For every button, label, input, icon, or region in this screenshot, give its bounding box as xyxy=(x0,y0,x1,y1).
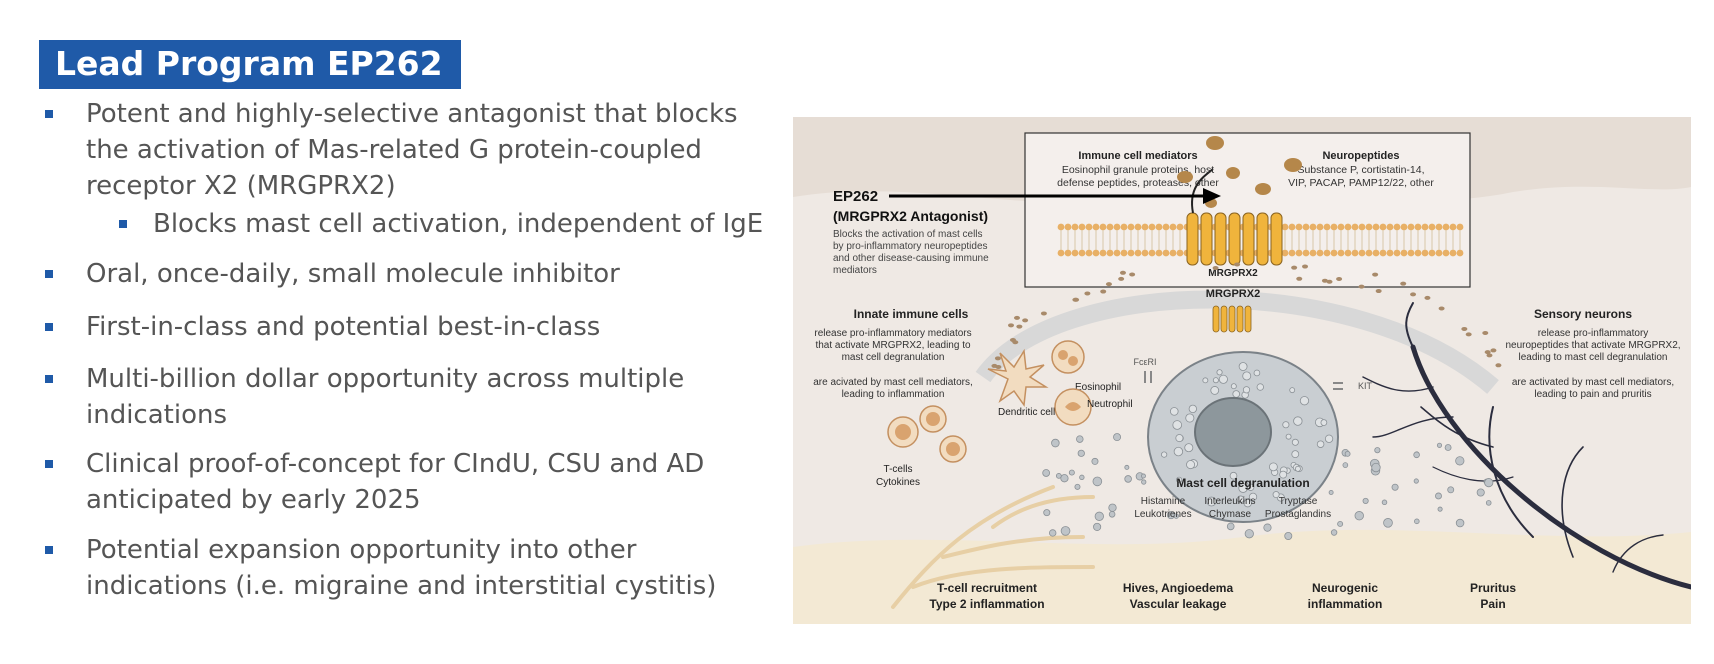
bullet-line: Multi-billion dollar opportunity across … xyxy=(86,361,684,397)
sensory-desc1-3: leading to mast cell degranulation xyxy=(1519,352,1668,363)
eosinophil-cell xyxy=(1052,341,1084,373)
innate-desc1-3: mast cell degranulation xyxy=(842,352,945,363)
bullet-line: First-in-class and potential best-in-cla… xyxy=(86,309,600,345)
fceri-label: FcεRI xyxy=(1133,357,1156,367)
bullet-item: Potential expansion opportunity into oth… xyxy=(86,532,716,604)
bullet-line: Oral, once-daily, small molecule inhibit… xyxy=(86,256,620,292)
outcome-3-line-1: Neurogenic xyxy=(1312,581,1378,595)
tcells-label: T-cells xyxy=(884,464,913,475)
cell-receptor-helix xyxy=(1229,306,1235,332)
cell-receptor-helix xyxy=(1237,306,1243,332)
neuropeptides-desc-1: Substance P, cortistatin-14, xyxy=(1297,164,1424,176)
nucleus xyxy=(1195,398,1271,466)
bullet-item: Multi-billion dollar opportunity across … xyxy=(86,361,684,433)
sensory-title: Sensory neurons xyxy=(1534,307,1632,321)
bullet-marker xyxy=(119,220,127,228)
bullet-line: receptor X2 (MRGPRX2) xyxy=(86,168,738,204)
outcome-2-line-1: Hives, Angioedema xyxy=(1123,581,1234,595)
neutrophil-label: Neutrophil xyxy=(1087,399,1133,410)
page-title: Lead Program EP262 xyxy=(55,45,443,83)
outcome-1-line-2: Type 2 inflammation xyxy=(929,597,1044,611)
sensory-desc2-1: are activated by mast cell mediators, xyxy=(1512,377,1674,388)
kit-label: KIT xyxy=(1358,381,1373,391)
bullet-line: Potential expansion opportunity into oth… xyxy=(86,532,716,568)
outcome-1-line-1: T-cell recruitment xyxy=(937,581,1037,595)
bullet-item: Clinical proof-of-concept for CIndU, CSU… xyxy=(86,446,704,518)
innate-title: Innate immune cells xyxy=(854,307,969,321)
immune-mediators-title: Immune cell mediators xyxy=(1078,150,1197,162)
cell-receptor-helix xyxy=(1245,306,1251,332)
innate-desc2-1: are acivated by mast cell mediators, xyxy=(813,377,973,388)
bullet-marker xyxy=(45,546,53,554)
bullet-line: indications xyxy=(86,397,684,433)
bullet-item: Oral, once-daily, small molecule inhibit… xyxy=(86,256,620,292)
degran-histamine: Histamine xyxy=(1141,496,1186,507)
receptor-helix xyxy=(1215,213,1226,265)
cell-receptor-helix xyxy=(1221,306,1227,332)
degran-tryptase: Tryptase xyxy=(1279,496,1318,507)
innate-desc1-2: that activate MRGPRX2, leading to xyxy=(815,340,971,351)
outcome-4-line-2: Pain xyxy=(1480,597,1505,611)
bullet-marker xyxy=(45,460,53,468)
receptor-helix xyxy=(1229,213,1240,265)
receptor-helix xyxy=(1243,213,1254,265)
bullet-line: anticipated by early 2025 xyxy=(86,482,704,518)
degran-leukotrienes: Leukotrienes xyxy=(1134,509,1191,520)
bullet-item: First-in-class and potential best-in-cla… xyxy=(86,309,600,345)
title-bar: Lead Program EP262 xyxy=(39,40,461,89)
neuropeptides-desc-2: VIP, PACAP, PAMP12/22, other xyxy=(1288,177,1434,189)
degranulation-title: Mast cell degranulation xyxy=(1176,476,1309,490)
cytokines-label: Cytokines xyxy=(876,477,920,488)
drug-desc-1: Blocks the activation of mast cells xyxy=(833,229,983,240)
cell-receptor-mrgprx2 xyxy=(1213,306,1251,332)
receptor-helix xyxy=(1271,213,1282,265)
receptor-helix xyxy=(1257,213,1268,265)
dendritic-label: Dendritic cell xyxy=(998,407,1055,418)
bullet-marker xyxy=(45,323,53,331)
bullet-marker xyxy=(45,270,53,278)
receptor-helix xyxy=(1187,213,1198,265)
outcome-2-line-2: Vascular leakage xyxy=(1130,597,1227,611)
drug-name: EP262 xyxy=(833,188,878,205)
bullet-line: Potent and highly-selective antagonist t… xyxy=(86,96,738,132)
outcome-3-line-2: inflammation xyxy=(1308,597,1383,611)
dermis-layer xyxy=(793,530,1691,624)
bullet-marker xyxy=(45,110,53,118)
outcome-4-line-1: Pruritus xyxy=(1470,581,1516,595)
drug-subtitle: (MRGPRX2 Antagonist) xyxy=(833,208,988,224)
bullet-line: Blocks mast cell activation, independent… xyxy=(153,206,763,242)
drug-desc-2: by pro-inflammatory neuropeptides xyxy=(833,241,988,252)
cell-receptor-helix xyxy=(1213,306,1219,332)
sensory-desc1-2: neuropeptides that activate MRGPRX2, xyxy=(1505,340,1680,351)
sensory-desc1-1: release pro-inflammatory xyxy=(1538,328,1649,339)
receptor-helix xyxy=(1201,213,1212,265)
bullet-line: Clinical proof-of-concept for CIndU, CSU… xyxy=(86,446,704,482)
neuropeptides-title: Neuropeptides xyxy=(1322,150,1399,162)
bullet-item: Potent and highly-selective antagonist t… xyxy=(86,96,738,204)
neutrophil-cell xyxy=(1055,389,1091,425)
degran-prostaglandins: Prostaglandins xyxy=(1265,509,1331,520)
degran-interleukins: Interleukins xyxy=(1204,496,1255,507)
cell-receptor-label: MRGPRX2 xyxy=(1206,288,1260,300)
innate-desc1-1: release pro-inflammatory mediators xyxy=(814,328,971,339)
bullet-line: indications (i.e. migraine and interstit… xyxy=(86,568,716,604)
innate-desc2-2: leading to inflammation xyxy=(842,389,945,400)
mechanism-diagram: MRGPRX2 Immune cell mediators Eosinophil… xyxy=(793,117,1691,624)
sensory-desc2-2: leading to pain and pruritis xyxy=(1534,389,1651,400)
bullet-marker xyxy=(45,375,53,383)
degran-chymase: Chymase xyxy=(1209,509,1252,520)
drug-desc-4: mediators xyxy=(833,265,877,276)
drug-desc-3: and other disease-causing immune xyxy=(833,253,989,264)
bullet-item: Blocks mast cell activation, independent… xyxy=(153,206,763,242)
bullet-line: the activation of Mas-related G protein-… xyxy=(86,132,738,168)
immune-mediators-desc-2: defense peptides, proteases, other xyxy=(1057,177,1219,189)
